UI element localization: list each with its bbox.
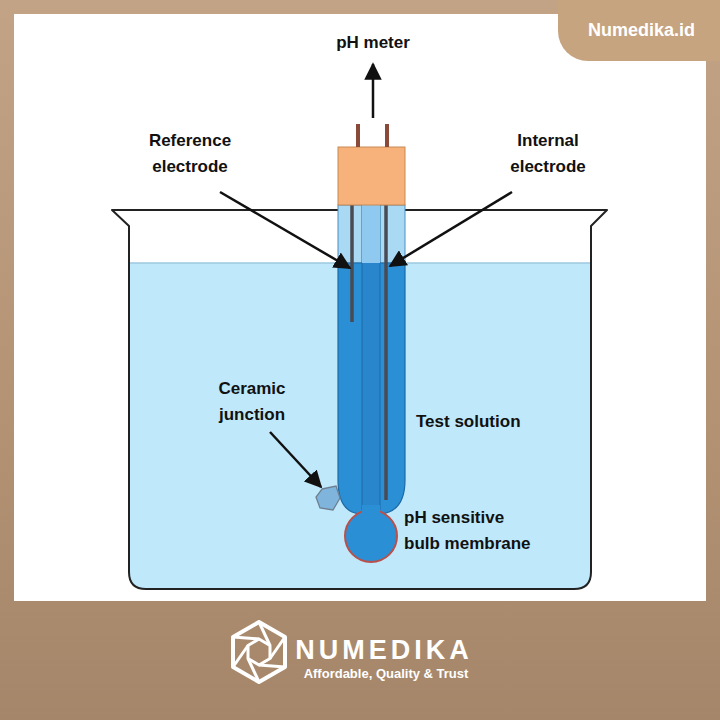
ceramic-junction [316,486,340,510]
bulb-neck [362,505,380,517]
inner-tube-top [362,205,380,263]
output-arrow [372,64,375,118]
brand-name: NUMEDIKA [269,634,499,666]
part-label: pH meter [313,30,433,56]
probe-upper [338,205,405,263]
beaker [112,210,607,589]
glass-bulb [345,510,397,562]
leader-arrow [270,432,321,487]
part-label: pH sensitive bulb membrane [404,505,534,558]
part-label: Ceramic junction [192,376,312,427]
part-label: Test solution [416,409,586,435]
logo-icon [233,622,285,682]
inner-tube [362,205,380,510]
part-label: Internal electrode [478,128,618,179]
reference-wire [350,205,354,322]
probe-cap [338,147,405,205]
pin [356,124,360,147]
brand-text: Numedika.id [588,20,696,41]
part-label: Reference electrode [120,128,260,179]
leader-arrow [390,192,512,266]
brand-tab: Numedika.id [558,0,720,61]
leader-arrow [220,192,350,268]
tagline: Affordable, Quality & Trust [266,666,506,683]
internal-wire [384,205,388,500]
pin [385,124,389,147]
test-liquid [129,263,591,589]
panel [14,14,706,601]
